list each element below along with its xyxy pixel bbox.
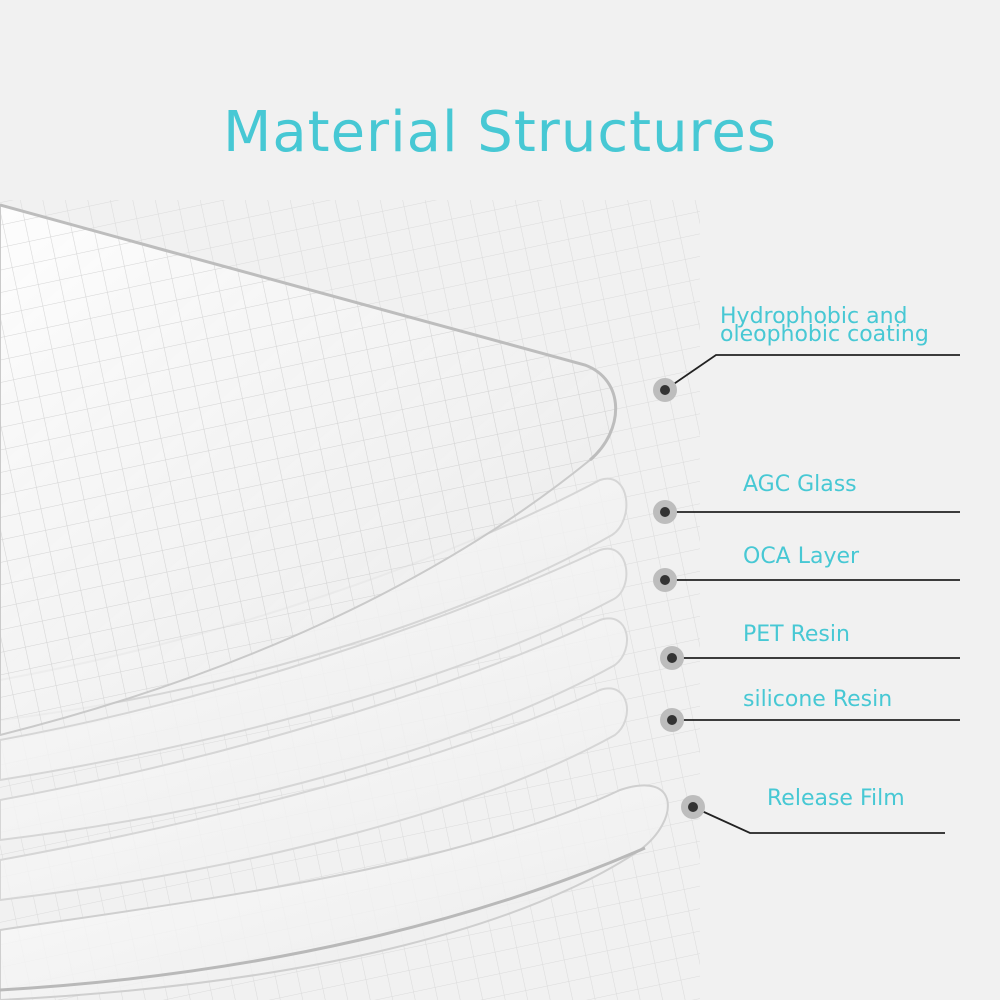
pet-marker-dot — [667, 653, 677, 663]
release-film-sheet — [0, 784, 669, 1000]
oca-marker-dot — [660, 575, 670, 585]
release-label-line: Release Film — [767, 786, 905, 811]
release-marker-dot — [688, 802, 698, 812]
glass-marker-dot — [660, 507, 670, 517]
silicone-marker-dot — [667, 715, 677, 725]
coating-label-line: oleophobic coating — [720, 322, 929, 347]
silicone-label-line: silicone Resin — [743, 687, 893, 712]
pet-label: PET Resin — [743, 622, 850, 647]
release-label: Release Film — [767, 786, 905, 811]
coating-label-line: Hydrophobic and — [720, 304, 908, 329]
coating-sheet-edge — [0, 203, 618, 462]
oca-layer-sheet — [0, 547, 628, 782]
coating-leader-line — [664, 354, 960, 391]
oca-label-line: OCA Layer — [743, 544, 860, 569]
pet-label-line: PET Resin — [743, 622, 850, 647]
release-leader-line — [692, 806, 945, 834]
page-title: Material Structures — [223, 100, 777, 165]
coating-marker-dot — [660, 385, 670, 395]
glass-label-line: AGC Glass — [743, 472, 857, 497]
silicone-label: silicone Resin — [743, 687, 893, 712]
oca-label: OCA Layer — [743, 544, 860, 569]
coating-sheet-grid — [0, 205, 616, 735]
silicone-resin-sheet — [0, 687, 628, 902]
callouts — [653, 354, 960, 834]
glass-label: AGC Glass — [743, 472, 857, 497]
release-film-edge — [0, 846, 646, 992]
pet-resin-sheet — [0, 617, 628, 842]
